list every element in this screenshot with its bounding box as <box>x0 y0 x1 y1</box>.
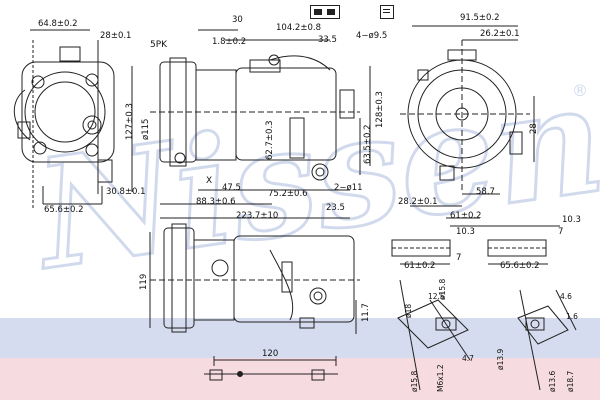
dim-label: 65.6±0.2 <box>44 205 84 215</box>
dim-label: 120 <box>262 349 279 359</box>
dim-label: ø15.8 <box>410 370 419 392</box>
registered-mark: ® <box>572 81 588 100</box>
dim-label: 33.5 <box>318 35 337 45</box>
dim-label: 11.7 <box>361 303 371 322</box>
dim-label: 4.7 <box>462 354 474 363</box>
dim-label: 58.7 <box>476 187 495 197</box>
dim-label: 28±0.1 <box>100 31 132 41</box>
dim-label: 223.7±10 <box>236 211 279 221</box>
dim-label: 7 <box>456 253 462 263</box>
dim-label: 4.6 <box>560 292 572 301</box>
dim-label: ø18 <box>404 303 413 318</box>
dim-label: 7 <box>558 227 564 237</box>
view-bottom <box>149 223 360 334</box>
dim-label: 30.8±0.1 <box>106 187 146 197</box>
dim-label: 65.6±0.2 <box>500 261 540 271</box>
dim-label: 2−ø11 <box>334 183 363 193</box>
dim-label: 61±0.2 <box>450 211 482 221</box>
dim-label: 47.5 <box>222 183 241 193</box>
dim-label: 30 <box>232 15 243 25</box>
dim-label: 1.6 <box>566 312 578 321</box>
dim-label: 119 <box>139 273 149 290</box>
dim-label: 23.5 <box>326 203 345 213</box>
dim-label: 64.8±0.2 <box>38 19 78 29</box>
dim-label: 10.3 <box>456 227 475 237</box>
dim-label: 88.3±0.6 <box>196 197 236 207</box>
dim-label: 63.5±0.2 <box>363 124 373 164</box>
dim-label: 62.7±0.3 <box>265 120 275 160</box>
fitting-details <box>397 279 577 391</box>
axis-x-label: X <box>206 176 213 186</box>
dim-label: 61±0.2 <box>404 261 436 271</box>
view-rear <box>13 29 115 210</box>
dim-label: 128±0.3 <box>375 91 385 128</box>
dim-label: 28.2±0.1 <box>398 197 438 207</box>
connector-symbol-icon <box>310 5 340 19</box>
dim-label: 28 <box>529 123 539 134</box>
dim-label: ø18.7 <box>566 370 575 392</box>
dim-label: 104.2±0.8 <box>276 23 321 33</box>
dim-label: ø13.6 <box>548 370 557 392</box>
watermark-band-pink <box>0 358 600 400</box>
dim-label: 127±0.3 <box>125 103 135 140</box>
dim-label: ø115 <box>141 118 151 140</box>
dim-label: 75.2±0.6 <box>268 189 308 199</box>
sensor-cable <box>204 356 338 381</box>
dim-label: 1.8±0.2 <box>212 37 247 47</box>
dim-label: 12.5 <box>428 292 445 301</box>
dim-label: 91.5±0.2 <box>460 13 500 23</box>
view-side <box>131 29 371 219</box>
belt-label: 5PK <box>150 40 168 50</box>
fitting-sections <box>391 225 560 265</box>
dim-label: M6x1.2 <box>436 364 445 392</box>
view-front <box>400 25 535 219</box>
dim-label: 26.2±0.1 <box>480 29 520 39</box>
dim-label: 4−ø9.5 <box>356 31 388 41</box>
dim-label: 10.3 <box>562 215 581 225</box>
dim-label: ø13.9 <box>496 348 505 370</box>
document-symbol-icon <box>380 5 394 19</box>
